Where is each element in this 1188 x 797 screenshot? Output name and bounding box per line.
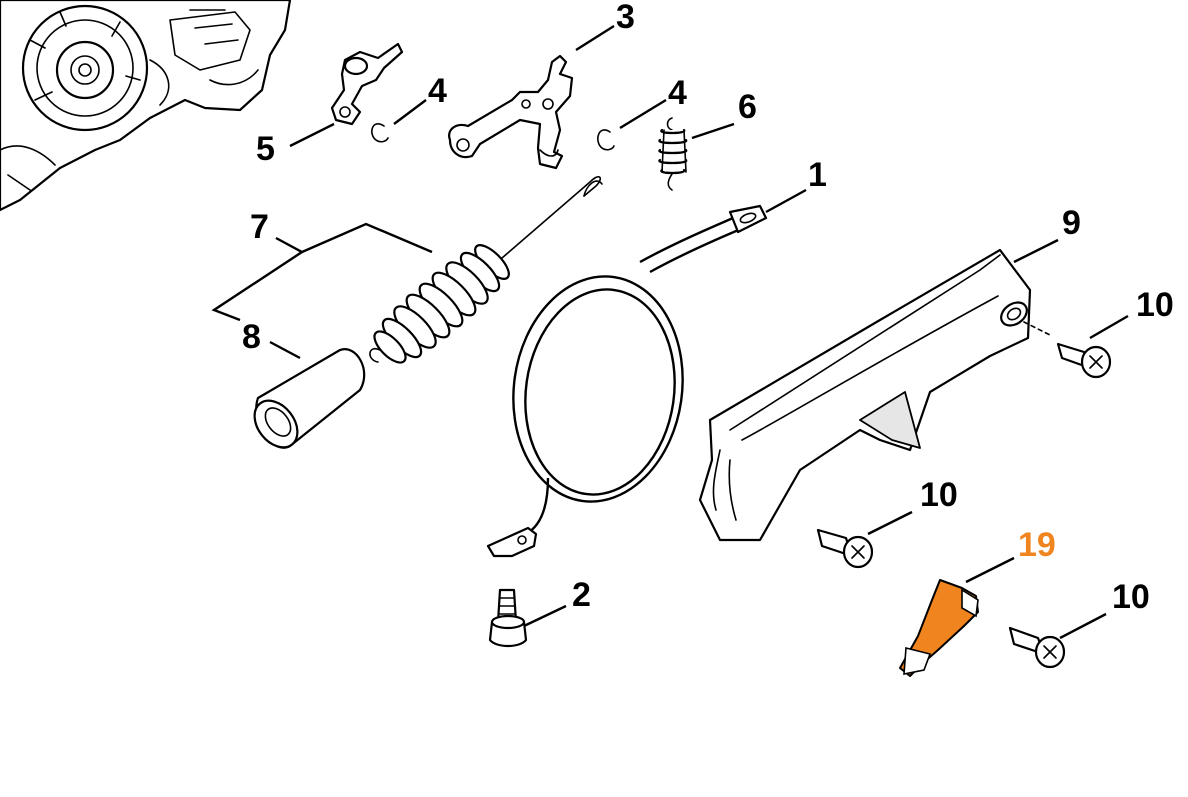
label-5: 5	[256, 130, 275, 168]
part-5-lever	[330, 42, 404, 126]
leader-lines	[211, 24, 1129, 640]
part-6-small-spring	[658, 117, 688, 191]
label-3: 3	[616, 0, 635, 36]
label-19: 19	[1018, 526, 1056, 564]
label-10-bottom: 10	[1112, 578, 1150, 616]
part-19-highlighted	[899, 579, 979, 677]
part-9-cover	[698, 248, 1053, 542]
part-4-circlip-right	[597, 129, 615, 151]
label-1: 1	[808, 156, 827, 194]
engine-housing	[0, 0, 292, 212]
part-10-screw-middle	[816, 528, 874, 569]
label-4-right: 4	[668, 74, 687, 112]
label-9: 9	[1062, 204, 1081, 242]
label-2: 2	[572, 576, 591, 614]
label-6: 6	[738, 88, 757, 126]
part-10-screw-bottom	[1008, 626, 1066, 669]
part-2-screw	[488, 588, 528, 648]
label-7: 7	[250, 208, 269, 246]
label-10-top: 10	[1136, 286, 1174, 324]
part-8-sleeve	[253, 348, 366, 449]
part-4-circlip-left	[371, 123, 389, 143]
label-8: 8	[242, 318, 261, 356]
part-1-brake-band	[486, 204, 768, 558]
label-4-left: 4	[428, 72, 447, 110]
callout-labels: 1 2 3 4 4 5 6 7 8 9 10 10 10 19	[242, 0, 1174, 616]
part-7-spring	[369, 175, 603, 364]
part-3-lever-assembly	[448, 54, 574, 170]
label-10-middle: 10	[920, 476, 958, 514]
part-10-screw-top	[1056, 342, 1112, 379]
